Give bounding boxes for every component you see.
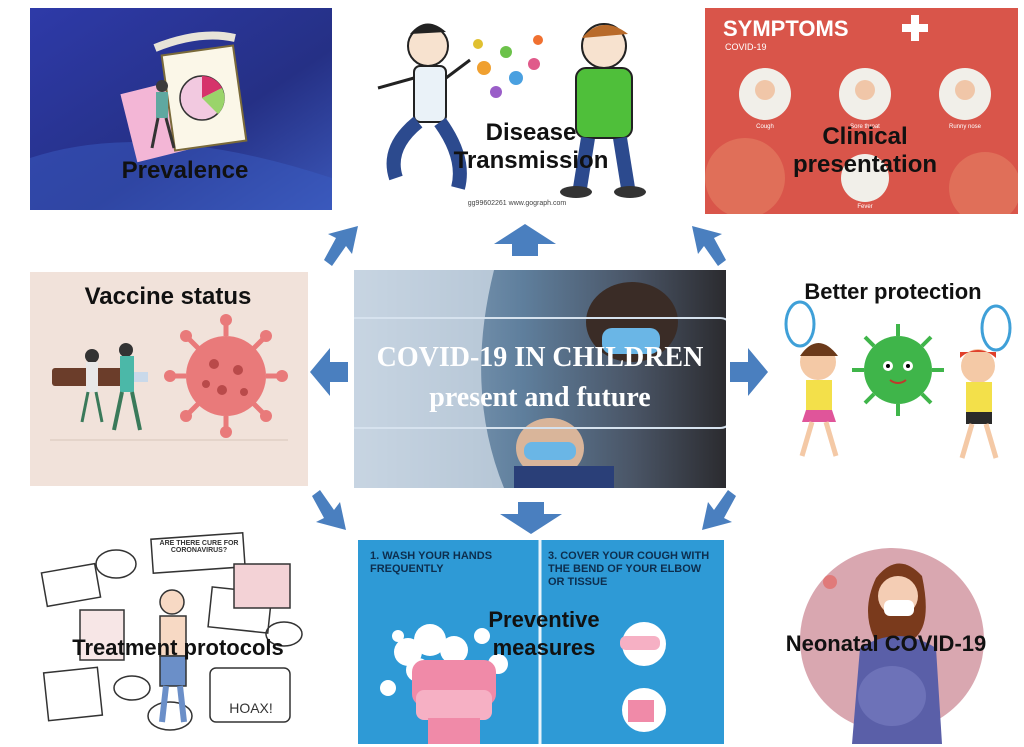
symptom-item: Fever <box>857 204 873 210</box>
arrow-to-prevalence <box>324 226 358 266</box>
prevalence-illustration <box>30 8 332 210</box>
preventive-label-line2: measures <box>492 635 596 660</box>
arrow-to-transmission <box>494 224 556 256</box>
transmission-illustration <box>377 23 646 198</box>
arrow-to-neonatal <box>702 490 736 530</box>
symptom-item: Cough <box>756 124 774 130</box>
transmission-label-line2: Transmission <box>453 147 609 174</box>
symptom-item: Runny nose <box>948 124 982 130</box>
center-panel: COVID-19 IN CHILDREN present and future <box>354 270 726 488</box>
treatment-label: Treatment protocols <box>72 635 284 660</box>
arrow-to-preventive <box>500 502 562 534</box>
clinical-label-line1: Clinical <box>822 123 908 150</box>
treatment-bubble: ARE THERE CURE FOR CORONAVIRUS? <box>159 540 239 554</box>
center-photo <box>354 270 726 488</box>
treatment-panel: ARE THERE CURE FOR CORONAVIRUS? HOAX! Tr… <box>30 528 326 740</box>
transmission-label-line1: Disease <box>485 119 577 146</box>
symptoms-illustration <box>705 15 1018 214</box>
treatment-note: HOAX! <box>229 700 273 716</box>
transmission-panel: Disease Transmission gg99602261 www.gogr… <box>366 8 656 216</box>
vaccine-label: Vaccine status <box>84 283 252 310</box>
protection-illustration <box>784 300 1012 459</box>
center-title-line2: present and future <box>429 382 651 413</box>
neonatal-illustration <box>800 548 984 744</box>
vaccine-illustration <box>50 314 288 441</box>
neonatal-label: Neonatal COVID-19 <box>785 631 987 656</box>
symptom-item: Sore throat <box>850 124 880 130</box>
center-title-frame <box>354 317 726 429</box>
neonatal-panel: Neonatal COVID-19 <box>752 532 1024 744</box>
symptoms-subtitle: COVID-19 <box>725 42 767 52</box>
preventive-illustration <box>380 540 666 744</box>
preventive-step-1: 1. WASH YOUR HANDS FREQUENTLY <box>370 550 493 576</box>
arrow-to-vaccine <box>310 348 348 396</box>
preventive-step-3: 3. COVER YOUR COUGH WITH THE BEND OF YOU… <box>548 550 710 589</box>
arrow-to-treatment <box>312 490 346 530</box>
arrow-to-clinical <box>692 226 726 266</box>
clinical-panel: SYMPTOMS COVID-19 Cough Sore throat Runn… <box>705 8 1018 214</box>
vaccine-panel: Vaccine status <box>30 272 308 486</box>
symptoms-title: SYMPTOMS <box>723 16 849 41</box>
protection-label: Better protection <box>804 279 982 304</box>
transmission-watermark: gg99602261 www.gograph.com <box>467 200 567 207</box>
clinical-label-line2: presentation <box>792 151 938 178</box>
center-title-line1: COVID-19 IN CHILDREN <box>376 342 704 373</box>
arrow-to-protection <box>730 348 768 396</box>
treatment-illustration <box>40 532 303 731</box>
preventive-label-line1: Preventive <box>488 607 600 632</box>
protection-panel: Better protection <box>768 272 1018 486</box>
prevalence-panel: Prevalence <box>30 8 332 210</box>
preventive-panel: 1. WASH YOUR HANDS FREQUENTLY 3. COVER Y… <box>358 540 724 744</box>
prevalence-label: Prevalence <box>121 157 249 184</box>
